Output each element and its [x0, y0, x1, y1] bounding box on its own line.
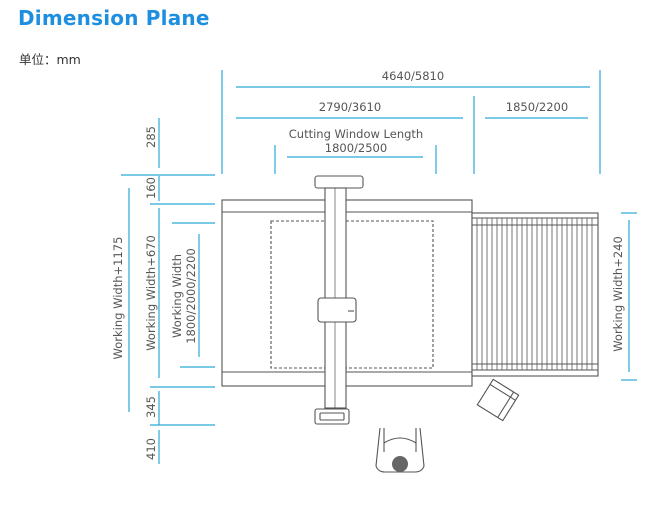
- conveyor: [471, 212, 599, 377]
- dim-bottom-clearance: 410: [144, 438, 158, 460]
- dim-bottom-offset: 345: [144, 396, 158, 418]
- dim-working-width-label: Working Width: [170, 254, 184, 338]
- control-box: [476, 378, 520, 422]
- dim-main-length: 2790/3610: [319, 100, 381, 114]
- page-title: Dimension Plane: [18, 6, 210, 30]
- dim-cutting-window-label: Cutting Window Length: [289, 127, 423, 141]
- dim-gantry-offset: 160: [144, 177, 158, 199]
- cutting-head: [317, 297, 357, 323]
- machine-outline: [221, 175, 599, 473]
- unit-label: 单位：mm: [19, 52, 81, 67]
- dim-cutting-window-value: 1800/2500: [325, 141, 387, 155]
- dim-working-width-670: Working Width+670: [144, 235, 158, 351]
- dim-side-width: Working Width+240: [611, 236, 625, 352]
- gantry-top-cap: [314, 175, 364, 189]
- dim-working-width-values: 1800/2000/2200: [184, 248, 198, 344]
- cutting-window: [270, 220, 434, 369]
- dim-extension-length: 1850/2200: [506, 100, 568, 114]
- dimension-lines: [121, 70, 637, 464]
- dim-working-width-1175: Working Width+1175: [111, 237, 125, 360]
- dim-top-offset: 285: [144, 126, 158, 148]
- conveyor-slats: [476, 218, 593, 370]
- operator-seat: [392, 456, 408, 472]
- main-bed: [221, 199, 473, 387]
- dim-total-length: 4640/5810: [382, 69, 444, 83]
